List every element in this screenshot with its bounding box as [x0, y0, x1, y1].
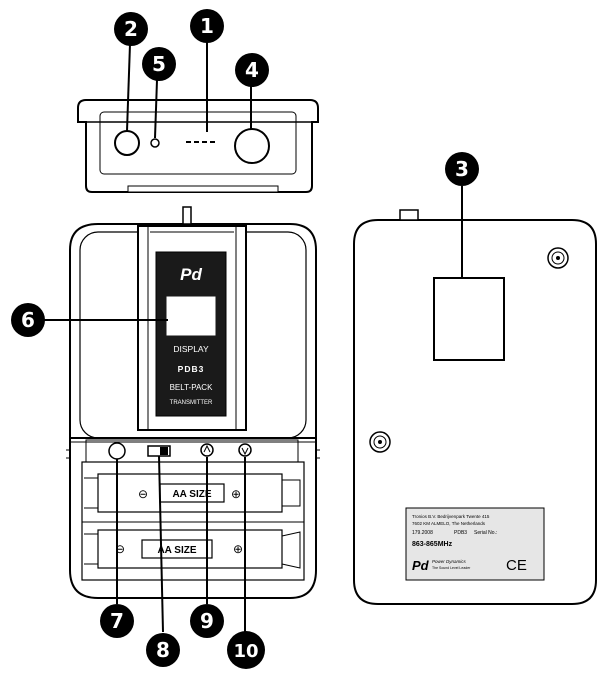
callout-8: 8: [146, 633, 180, 667]
battery-minus-top: ⊖: [138, 487, 148, 501]
callout-9: 9: [190, 604, 224, 638]
callout-6: 6: [11, 303, 45, 337]
rating-label: [405, 507, 545, 581]
battery-plus-top: ⊕: [231, 487, 241, 501]
svg-text:9: 9: [200, 609, 214, 633]
battery-plus-bottom: ⊕: [233, 542, 243, 556]
leader-lines: [44, 42, 463, 633]
rating-line3-mid: PDB3: [454, 530, 467, 536]
svg-text:3: 3: [455, 157, 469, 181]
ce-mark: CE: [506, 557, 527, 574]
product-line2: TRANSMITTER: [170, 400, 213, 406]
svg-text:2: 2: [124, 17, 138, 41]
top-view: [77, 99, 319, 193]
brand-name: Power Dynamics: [432, 559, 467, 564]
callout-2: 2: [114, 12, 148, 46]
callout-4: 4: [235, 53, 269, 87]
callout-3: 3: [445, 152, 479, 186]
svg-text:1: 1: [200, 14, 214, 38]
svg-text:10: 10: [233, 641, 258, 662]
svg-text:7: 7: [110, 609, 124, 633]
power-button: [108, 442, 126, 460]
front-view: Pd DISPLAY PDB3 BELT-PACK TRANSMITTER ⊖ …: [66, 206, 320, 599]
rating-line3-left: 179.2008: [412, 530, 433, 536]
rating-line3-right: Serial No.:: [474, 530, 497, 536]
battery-minus-bottom: ⊖: [115, 542, 125, 556]
battery-label-bottom: AA SIZE: [157, 545, 196, 556]
belt-clip-pad: [433, 277, 505, 361]
antenna-jack: [114, 130, 140, 156]
product-line1: BELT-PACK: [170, 383, 213, 392]
callout-5: 5: [142, 47, 176, 81]
svg-text:4: 4: [245, 58, 259, 82]
input-connector: [234, 128, 270, 164]
svg-text:6: 6: [21, 308, 35, 332]
svg-text:8: 8: [156, 638, 170, 662]
battery-label-top: AA SIZE: [172, 489, 211, 500]
back-view: Tronios B.V. Bedrijvenpark Twente 415 76…: [353, 209, 597, 605]
display-window: [166, 296, 216, 336]
down-button: [238, 443, 252, 457]
up-button: [200, 443, 214, 457]
rating-line2: 7602 KM ALMELO, The Netherlands: [412, 521, 486, 526]
svg-text:5: 5: [152, 52, 166, 76]
callout-1: 1: [190, 9, 224, 43]
led-indicator: [150, 138, 160, 148]
rating-line1: Tronios B.V. Bedrijvenpark Twente 415: [412, 514, 490, 519]
brand-tagline: The Sound Level Leader: [432, 566, 471, 570]
model-name: PDB3: [178, 364, 205, 374]
callout-7: 7: [100, 604, 134, 638]
front-panel-logo: Pd: [180, 265, 202, 284]
brand-logo: Pd: [412, 558, 430, 573]
display-label: DISPLAY: [173, 344, 209, 354]
callout-10: 10: [227, 631, 265, 669]
rating-frequency: 863-865MHz: [412, 541, 453, 548]
